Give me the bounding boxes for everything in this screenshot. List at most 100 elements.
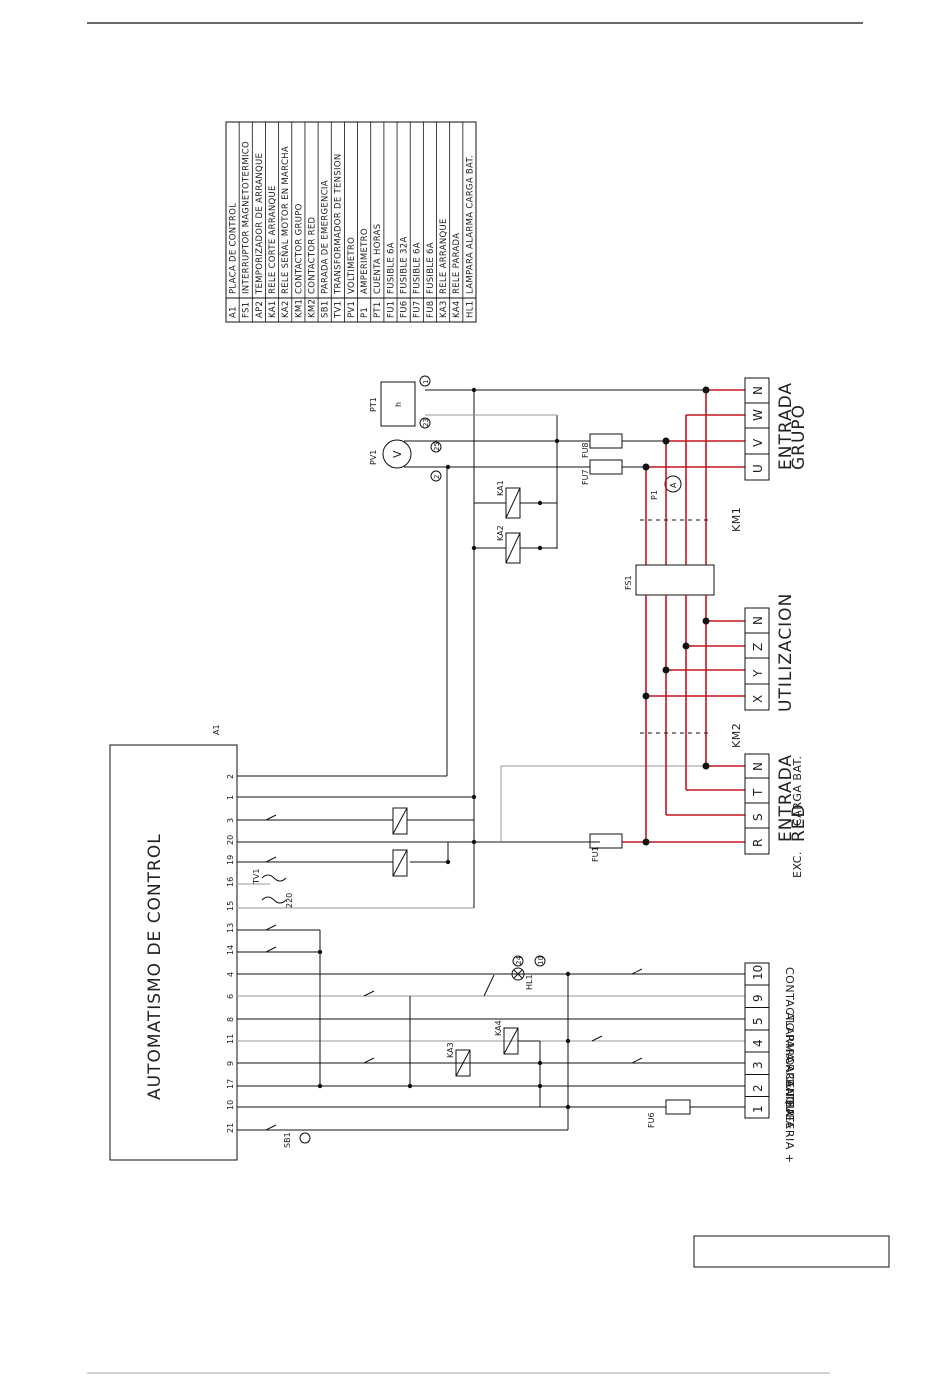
fu1-fuse [589,833,623,849]
controller-pin-label: 1 [226,795,235,800]
legend-code: A1 [228,306,238,318]
legend-code: FU7 [413,301,423,318]
legend-code: FU6 [400,301,410,318]
util-terminal-x: X [751,695,765,703]
legend-code: AP2 [255,301,265,318]
ka1-label: KA1 [496,480,505,496]
legend-code: KA2 [281,300,291,318]
controller-pin-label: 14 [226,945,235,955]
pt1-hour-counter [380,381,416,427]
legend-description: CONTACTOR RED [307,217,317,294]
tv1-label: TV1 [252,869,261,885]
controller-pin-label: 17 [226,1079,235,1089]
fu6-label: FU6 [647,1112,656,1128]
legend-description: PARADA DE EMERGENCIA [321,180,331,294]
controller-title: AUTOMATISMO DE CONTROL [145,833,165,1100]
circle-23-label: 23 [422,418,430,427]
legend-description: LAMPARA ALARMA CARGA BAT. [465,155,475,294]
legend-code: KA4 [452,300,462,318]
fu7-label: FU7 [581,469,590,485]
controller-pin-label: 4 [226,972,235,977]
control-terminal-number: 1 [751,1105,765,1113]
legend-description: PLACA DE CONTROL [228,203,238,294]
km1-label: KM1 [730,507,743,532]
controller-pin-label: 11 [226,1034,235,1044]
legend-description: FUSIBLE 6A [426,242,436,294]
grupo-terminal-w: W [751,409,765,421]
red-terminal-s: S [751,813,765,821]
control-terminal-label: ARRANQUE [783,1056,796,1122]
power-wiring [622,386,745,846]
util-terminal-z: Z [751,643,765,651]
fu1-label: FU1 [591,846,600,862]
control-terminal-label: CONTACTO [783,967,796,1032]
grupo-terminal-v: V [751,438,765,447]
fu7-fuse [589,459,623,475]
red-terminal-r: R [751,839,765,847]
util-terminal-y: Y [751,669,765,678]
controller-pin-label: 9 [226,1061,235,1066]
legend-description: FUSIBLE 6A [386,242,396,294]
legend-code: PV1 [347,301,357,318]
control-terminal-label: PARO [783,1034,796,1066]
red-label-2: RED [789,803,809,842]
tv1-coil-a [261,874,287,882]
legend-description: TRANSFORMADOR DE TENSION [334,154,344,296]
legend-description: TEMPORIZADOR DE ARRANQUE [255,153,265,295]
circle-1-label: 1 [422,380,430,384]
control-terminal-number: 10 [751,965,765,980]
red-terminal-t: T [751,788,765,797]
util-terminal-n: N [751,616,765,625]
controller-pin-label: 8 [226,1017,235,1022]
sb1-label: SB1 [283,1132,292,1148]
ka4-label: KA4 [494,1020,503,1036]
legend-description: RELE CORTE ARRANQUE [268,185,278,294]
controller-pin-label: 16 [226,877,235,887]
control-terminal-number: 9 [751,994,765,1002]
fu6-fuse [665,1099,691,1115]
grupo-terminal-u: U [751,464,765,473]
circle-2-label: 2 [433,475,441,479]
fs1-label: FS1 [624,575,633,590]
km2-coil [392,849,408,877]
control-terminal-label: ALARMA ACEITE [783,1012,796,1107]
circle-25-label: 25 [433,442,441,451]
pv1-label: PV1 [369,450,378,465]
controller-ref: A1 [212,724,221,735]
km2-label: KM2 [730,723,743,748]
control-wiring [237,375,745,1144]
controller-pin-label: 15 [226,901,235,911]
legend-code: FU8 [426,301,436,318]
legend-description: CONTACTOR GRUPO [294,203,304,294]
legend-code: KA3 [439,300,449,318]
controller-block: AUTOMATISMO DE CONTROL A1 21320191615131… [109,724,238,1161]
km1-coil [392,807,408,835]
grupo-label-1: ENTRADA [776,382,796,470]
red-label-3: EXC. [791,851,804,878]
legend-description: RELE PARADA [452,233,462,294]
grupo-label-2: GRUPO [789,404,809,470]
controller-pin-label: 21 [226,1123,235,1133]
component-labels: PT1 h PV1 V P1 A FS1 KM1 KM2 KA1 KA2 KA3… [252,380,743,1148]
controller-pin-label: 6 [226,994,235,999]
p1-symbol: A [669,482,678,488]
controller-pin-label: 20 [226,835,235,845]
legend-code: SB1 [321,300,331,318]
pt1-label: PT1 [369,397,378,412]
terminal-block-utilizacion: N Z Y X UTILIZACION [744,593,796,712]
legend-description: RELE ARRANQUE [439,218,449,294]
fs1-breaker [635,564,715,596]
pv1-symbol: V [391,450,404,458]
control-terminal-label: BATERIA + [783,1100,796,1164]
red-label-4: CARGA BAT. [791,755,804,826]
circle-10-label: 10 [537,956,545,965]
legend-code: KM1 [294,299,304,318]
control-terminal-number: 2 [751,1084,765,1092]
controller-pin-label: 19 [226,855,235,865]
tv1-voltage: 220 [285,893,294,908]
legend-code: FU1 [386,301,396,318]
legend-code: P1 [360,307,370,318]
legend-description: INTERRUPTOR MAGNETOTERMICO [242,141,252,294]
